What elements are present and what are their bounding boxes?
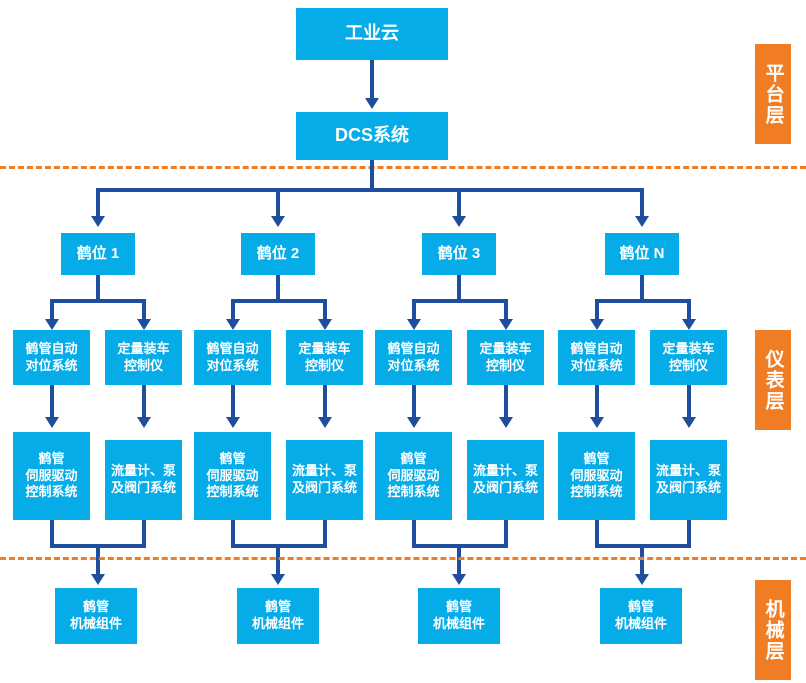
connector-bay-4-down — [640, 275, 644, 301]
node-device-flow-1[interactable]: 流量计、泵 及阀门系统 — [105, 440, 182, 520]
connector-instr-right-3-down — [504, 385, 508, 421]
node-device-servo-3[interactable]: 鹤管 伺服驱动 控制系统 — [375, 432, 452, 520]
node-mechanical-3[interactable]: 鹤管 机械组件 — [418, 588, 500, 644]
node-device-servo-2[interactable]: 鹤管 伺服驱动 控制系统 — [194, 432, 271, 520]
connector-bay-3-down — [457, 275, 461, 301]
arrow-bay-2-to-instr-right — [318, 319, 332, 330]
connector-bus-to-bay-1 — [96, 188, 100, 220]
connector-instr-right-4-down — [687, 385, 691, 421]
connector-instr-left-2-down — [231, 385, 235, 421]
arrow-bay-2-to-instr-left — [226, 319, 240, 330]
arrow-bus-to-bay-2 — [271, 216, 285, 227]
connector-device-flow-2-down — [323, 520, 327, 548]
arrow-instr-left-2-down — [226, 417, 240, 428]
arrow-bus-to-bay-4 — [635, 216, 649, 227]
node-bay-3[interactable]: 鹤位 3 — [422, 233, 496, 275]
node-instr-alignment-1[interactable]: 鹤管自动 对位系统 — [13, 330, 90, 385]
connector-bay-1-to-instr-left — [50, 299, 54, 323]
connector-merge-2-down — [276, 544, 280, 578]
connector-bay-2-to-instr-left — [231, 299, 235, 323]
connector-bay-4-to-instr-right — [687, 299, 691, 323]
connector-bay-bus — [96, 188, 644, 192]
node-instr-alignment-2[interactable]: 鹤管自动 对位系统 — [194, 330, 271, 385]
arrow-instr-left-1-down — [45, 417, 59, 428]
connector-bay-3-split — [412, 299, 508, 303]
node-instr-alignment-3[interactable]: 鹤管自动 对位系统 — [375, 330, 452, 385]
node-mechanical-1[interactable]: 鹤管 机械组件 — [55, 588, 137, 644]
node-instr-loading-2[interactable]: 定量装车 控制仪 — [286, 330, 363, 385]
arrow-bay-3-to-instr-left — [407, 319, 421, 330]
connector-instr-left-4-down — [595, 385, 599, 421]
arrow-cloud-to-dcs — [365, 98, 379, 109]
arrow-bus-to-bay-3 — [452, 216, 466, 227]
connector-bay-1-split — [50, 299, 146, 303]
node-bay-2[interactable]: 鹤位 2 — [241, 233, 315, 275]
connector-device-flow-3-down — [504, 520, 508, 548]
connector-instr-left-3-down — [412, 385, 416, 421]
connector-device-servo-1-down — [50, 520, 54, 548]
connector-bay-3-to-instr-left — [412, 299, 416, 323]
connector-bus-to-bay-3 — [457, 188, 461, 220]
node-device-flow-2[interactable]: 流量计、泵 及阀门系统 — [286, 440, 363, 520]
node-device-flow-3[interactable]: 流量计、泵 及阀门系统 — [467, 440, 544, 520]
connector-device-flow-4-down — [687, 520, 691, 548]
node-bay-1[interactable]: 鹤位 1 — [61, 233, 135, 275]
connector-bay-1-to-instr-right — [142, 299, 146, 323]
connector-bay-4-split — [595, 299, 691, 303]
arrow-merge-1-to-mech — [91, 574, 105, 585]
connector-bay-2-to-instr-right — [323, 299, 327, 323]
node-instr-loading-4[interactable]: 定量装车 控制仪 — [650, 330, 727, 385]
connector-instr-right-1-down — [142, 385, 146, 421]
node-instr-alignment-4[interactable]: 鹤管自动 对位系统 — [558, 330, 635, 385]
layer-tag-mechanical: 机械层 — [755, 580, 791, 680]
connector-device-flow-1-down — [142, 520, 146, 548]
layer-tag-platform: 平台层 — [755, 44, 791, 144]
arrow-instr-right-2-down — [318, 417, 332, 428]
arrow-merge-2-to-mech — [271, 574, 285, 585]
connector-cloud-to-dcs — [370, 60, 374, 102]
node-device-servo-4[interactable]: 鹤管 伺服驱动 控制系统 — [558, 432, 635, 520]
connector-device-servo-4-down — [595, 520, 599, 548]
node-device-servo-1[interactable]: 鹤管 伺服驱动 控制系统 — [13, 432, 90, 520]
arrow-instr-right-4-down — [682, 417, 696, 428]
node-dcs-system[interactable]: DCS系统 — [296, 112, 448, 160]
connector-bay-3-to-instr-right — [504, 299, 508, 323]
connector-device-servo-2-down — [231, 520, 235, 548]
arrow-instr-right-3-down — [499, 417, 513, 428]
connector-merge-4-down — [640, 544, 644, 578]
connector-bay-1-down — [96, 275, 100, 301]
connector-bus-to-bay-4 — [640, 188, 644, 220]
connector-dcs-down — [370, 160, 374, 190]
connector-bus-to-bay-2 — [276, 188, 280, 220]
arrow-instr-right-1-down — [137, 417, 151, 428]
connector-instr-right-2-down — [323, 385, 327, 421]
node-industrial-cloud[interactable]: 工业云 — [296, 8, 448, 60]
connector-bay-2-down — [276, 275, 280, 301]
arrow-bay-4-to-instr-left — [590, 319, 604, 330]
arrow-bay-3-to-instr-right — [499, 319, 513, 330]
connector-device-servo-3-down — [412, 520, 416, 548]
node-bay-4[interactable]: 鹤位 N — [605, 233, 679, 275]
connector-bay-4-to-instr-left — [595, 299, 599, 323]
node-instr-loading-1[interactable]: 定量装车 控制仪 — [105, 330, 182, 385]
arrow-bay-1-to-instr-right — [137, 319, 151, 330]
connector-instr-left-1-down — [50, 385, 54, 421]
divider-instrument-mechanical — [0, 557, 806, 560]
node-mechanical-4[interactable]: 鹤管 机械组件 — [600, 588, 682, 644]
arrow-merge-3-to-mech — [452, 574, 466, 585]
connector-merge-3-down — [457, 544, 461, 578]
arrow-instr-left-4-down — [590, 417, 604, 428]
node-mechanical-2[interactable]: 鹤管 机械组件 — [237, 588, 319, 644]
connector-merge-1-down — [96, 544, 100, 578]
node-instr-loading-3[interactable]: 定量装车 控制仪 — [467, 330, 544, 385]
arrow-bay-4-to-instr-right — [682, 319, 696, 330]
arrow-bus-to-bay-1 — [91, 216, 105, 227]
arrow-instr-left-3-down — [407, 417, 421, 428]
connector-bay-2-split — [231, 299, 327, 303]
layer-tag-instrument: 仪表层 — [755, 330, 791, 430]
node-device-flow-4[interactable]: 流量计、泵 及阀门系统 — [650, 440, 727, 520]
arrow-bay-1-to-instr-left — [45, 319, 59, 330]
arrow-merge-4-to-mech — [635, 574, 649, 585]
divider-platform-instrument — [0, 166, 806, 169]
